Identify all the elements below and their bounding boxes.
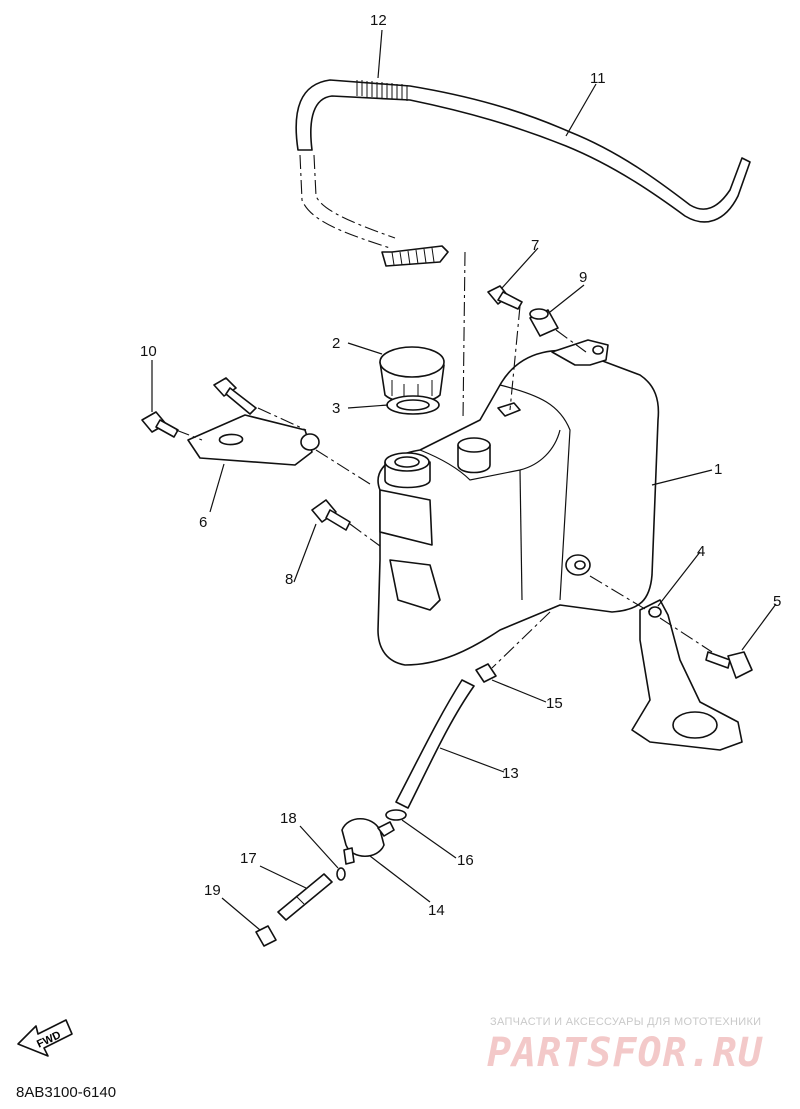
- front-bracket: [187, 414, 320, 466]
- hose-fitting: [475, 663, 497, 683]
- filler-neck: [384, 402, 521, 489]
- bolt-upper: [213, 377, 257, 415]
- filler-cap: [379, 346, 445, 404]
- callout-7: 7: [531, 237, 539, 254]
- hose-clip-18: [336, 867, 346, 881]
- callout-4: 4: [697, 543, 705, 560]
- bolt-5: [705, 651, 753, 679]
- callout-labels: 1 2 3 4 5 6 7 8 9 10 11 12 13 14 15 16 1…: [140, 12, 781, 919]
- callout-13: 13: [502, 765, 519, 782]
- callout-5: 5: [773, 593, 781, 610]
- callout-3: 3: [332, 400, 340, 417]
- callout-9: 9: [579, 269, 587, 286]
- coolant-tank: [377, 339, 660, 666]
- bolt-7: [487, 285, 523, 310]
- cap-gasket: [386, 395, 440, 415]
- pipe: [277, 873, 333, 921]
- callout-14: 14: [428, 902, 445, 919]
- callout-19: 19: [204, 882, 221, 899]
- end-cap: [255, 925, 277, 947]
- check-valve: [341, 817, 395, 865]
- callout-16: 16: [457, 852, 474, 869]
- callout-8: 8: [285, 571, 293, 588]
- breather-hose: [295, 79, 751, 421]
- drain-hose: [395, 679, 475, 809]
- callout-11: 11: [590, 70, 606, 87]
- bolt-10: [141, 411, 179, 438]
- diagram-code: 8AB3100-6140: [16, 1084, 117, 1101]
- callout-2: 2: [332, 335, 340, 352]
- fwd-label: FWD: [35, 1029, 63, 1050]
- callout-18: 18: [280, 810, 297, 827]
- fwd-arrow-icon: FWD: [17, 1019, 73, 1057]
- callout-6: 6: [199, 514, 207, 531]
- callout-17: 17: [240, 850, 257, 867]
- rear-bracket: [631, 599, 743, 751]
- hose-clip-16: [385, 809, 407, 821]
- callout-12: 12: [370, 12, 387, 29]
- watermark-caption: ЗАПЧАСТИ И АКСЕССУАРЫ ДЛЯ МОТОТЕХНИКИ: [490, 1016, 762, 1028]
- callout-1: 1: [714, 461, 722, 478]
- watermark-logo: PARTSFOR.RU: [487, 1030, 763, 1076]
- callout-15: 15: [546, 695, 563, 712]
- bolt-8: [311, 499, 351, 531]
- collar: [529, 308, 559, 337]
- callout-10: 10: [140, 343, 157, 360]
- leader-lines: [151, 29, 777, 931]
